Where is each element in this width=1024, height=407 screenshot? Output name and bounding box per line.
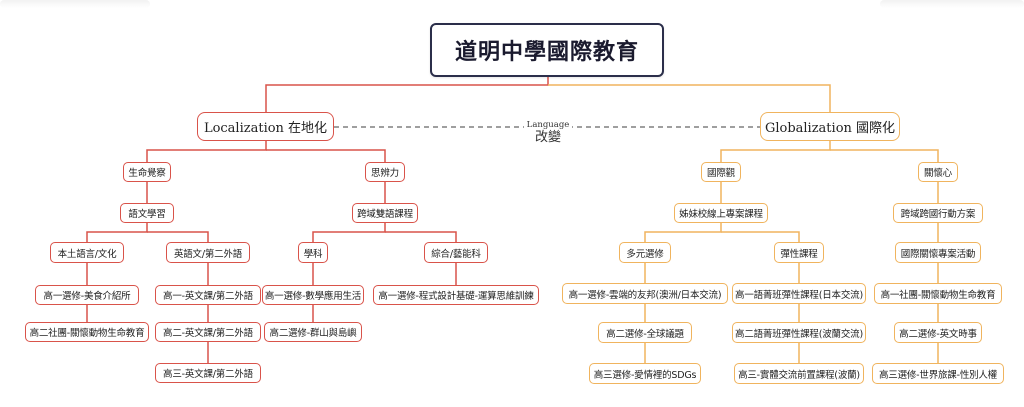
sister-school-node[interactable]: 姊妹校線上專案課程: [674, 203, 768, 223]
course-node[interactable]: 高三-英文課/第二外語: [155, 363, 261, 383]
language-learning-node[interactable]: 語文學習: [120, 203, 174, 223]
language-bridge-label: Language 改變: [524, 120, 572, 152]
course-node[interactable]: 高一選修-雲端的友邦(澳洲/日本交流): [562, 283, 728, 304]
localization-node[interactable]: Localization 在地化: [197, 112, 334, 141]
subject-node[interactable]: 學科: [298, 242, 328, 263]
course-node[interactable]: 高一選修-美食介紹所: [35, 285, 139, 305]
course-node[interactable]: 高二選修-全球議題: [598, 322, 692, 343]
language-bottom-text: 改變: [534, 130, 561, 145]
edge-shadow: [880, 0, 1024, 8]
international-view-node[interactable]: 國際觀: [701, 162, 741, 182]
course-node[interactable]: 高二選修-群山與島嶼: [264, 322, 362, 342]
multi-elective-node[interactable]: 多元選修: [619, 242, 671, 263]
course-node[interactable]: 高三選修-愛情裡的SDGs: [589, 363, 701, 384]
intl-care-project-node[interactable]: 國際關懷專案活動: [895, 242, 981, 263]
course-node[interactable]: 高三選修-世界旅課-性別人權: [872, 363, 1004, 384]
native-language-node[interactable]: 本土語言/文化: [50, 242, 124, 263]
course-node[interactable]: 高一社團-關懷動物生命教育: [874, 283, 1002, 304]
caring-heart-node[interactable]: 關懷心: [918, 162, 958, 182]
root-title[interactable]: 道明中學國際教育: [430, 23, 664, 77]
english-second-language-node[interactable]: 英語文/第二外語: [166, 242, 250, 263]
course-node[interactable]: 高二社團-關懷動物生命教育: [25, 322, 149, 342]
course-node[interactable]: 高三-實體交流前置課程(波蘭): [734, 363, 864, 384]
course-node[interactable]: 高一-英文課/第二外語: [155, 285, 261, 305]
critical-thinking-node[interactable]: 思辨力: [365, 162, 405, 182]
edge-shadow: [0, 0, 150, 8]
course-node[interactable]: 高一選修-數學應用生活: [262, 285, 364, 305]
course-node[interactable]: 高一選修-程式設計基礎-運算思維訓練: [373, 285, 539, 305]
flex-course-node[interactable]: 彈性課程: [774, 242, 824, 263]
course-node[interactable]: 高一語菁班彈性課程(日本交流): [732, 283, 866, 304]
bilingual-course-node[interactable]: 跨域雙語課程: [352, 203, 418, 223]
globalization-connectors: [548, 84, 939, 363]
language-top-text: Language: [526, 120, 570, 130]
course-node[interactable]: 高二-英文課/第二外語: [155, 322, 261, 342]
localization-connectors: [86, 77, 549, 363]
course-node[interactable]: 高二選修-英文時事: [894, 322, 982, 343]
arts-node[interactable]: 綜合/藝能科: [424, 242, 488, 263]
cross-border-action-node[interactable]: 跨域跨國行動方案: [893, 203, 983, 223]
globalization-node[interactable]: Globalization 國際化: [760, 112, 900, 141]
life-awareness-node[interactable]: 生命覺察: [123, 162, 171, 182]
course-node[interactable]: 高二語菁班彈性課程(波蘭交流): [732, 322, 866, 343]
